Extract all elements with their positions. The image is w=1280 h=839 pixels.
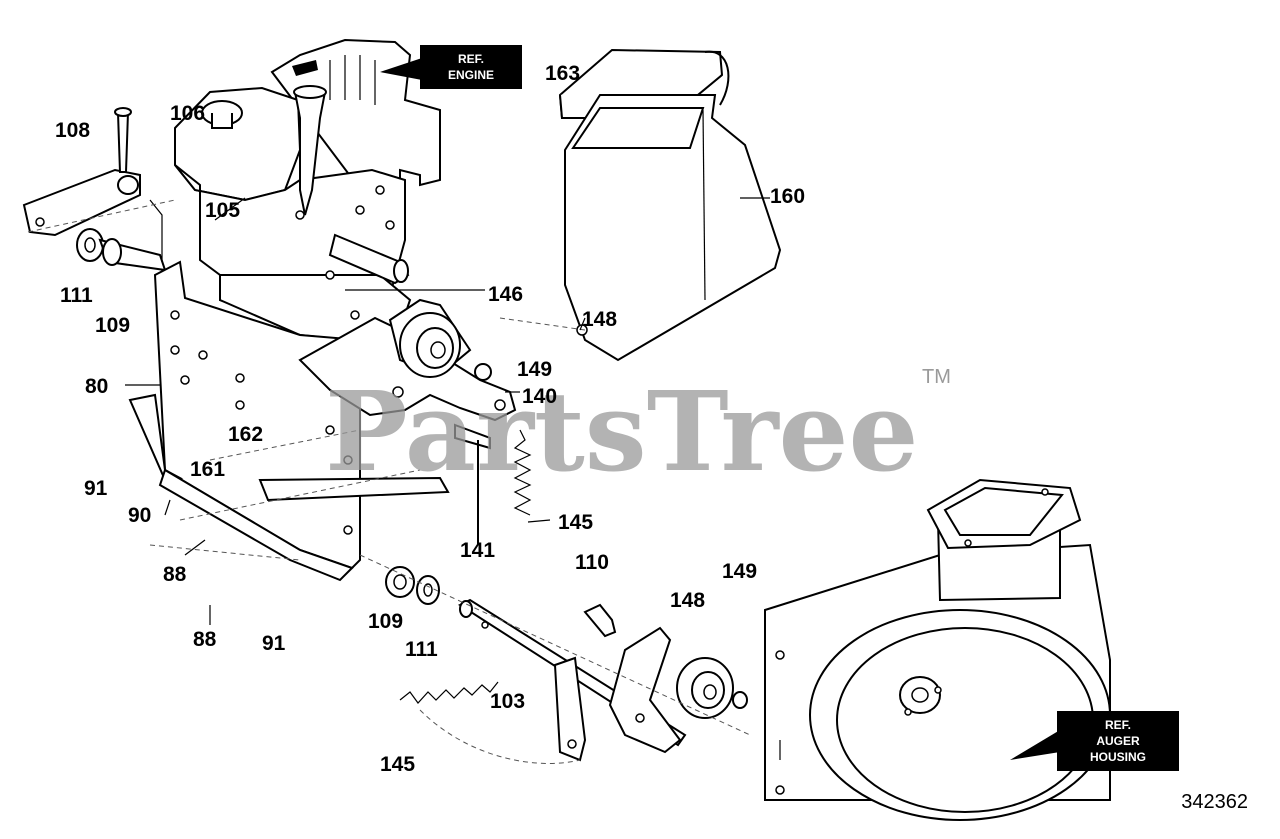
part-label-109: 109	[95, 314, 130, 337]
part-label-140: 140	[522, 385, 557, 408]
part-label-105: 105	[205, 199, 240, 222]
part-label-146: 146	[488, 283, 523, 306]
part-label-160: 160	[770, 185, 805, 208]
lower-shaft-assembly	[359, 554, 751, 764]
part-label-110: 110	[575, 551, 609, 574]
part-label-108: 108	[55, 119, 90, 142]
ref-auger-line3: HOUSING	[1090, 750, 1146, 764]
auger-housing	[764, 478, 1111, 821]
part-label-163: 163	[545, 62, 580, 85]
part-label-141: 141	[460, 539, 495, 562]
part-label-148: 148	[582, 308, 617, 331]
part-label-111-lower: 111	[405, 638, 438, 661]
ref-auger-housing-callout: REF. AUGER HOUSING	[1010, 711, 1179, 771]
part-label-88: 88	[163, 563, 187, 586]
part-label-103: 103	[490, 690, 525, 713]
part-label-145-lower: 145	[380, 753, 415, 776]
part-label-90: 90	[128, 504, 151, 527]
ref-engine-callout: REF. ENGINE	[380, 45, 522, 89]
watermark: PartsTree TM	[325, 366, 951, 496]
part-number-labels: 163 160 106 108 105 146 111 109 148 80 1…	[55, 62, 805, 776]
part-label-148-lower: 148	[670, 589, 705, 612]
part-label-91-lower: 91	[262, 632, 286, 655]
left-small-parts	[22, 107, 176, 272]
part-label-91: 91	[84, 477, 108, 500]
part-label-88-lower: 88	[193, 628, 217, 651]
part-label-145: 145	[558, 511, 593, 534]
part-label-162: 162	[228, 423, 263, 446]
idler-bracket	[298, 298, 586, 545]
ref-auger-line1: REF.	[1105, 718, 1131, 732]
part-label-161: 161	[190, 458, 225, 481]
document-number: 342362	[1181, 791, 1248, 813]
watermark-text: PartsTree	[325, 367, 919, 496]
part-label-111: 111	[60, 284, 93, 307]
engine-illustration	[174, 38, 441, 342]
leader-lines	[125, 197, 770, 625]
frame-plate	[128, 260, 450, 582]
trademark-symbol: TM	[922, 366, 951, 388]
part-label-149: 149	[517, 358, 552, 381]
part-label-80: 80	[85, 375, 108, 398]
ref-engine-line1: REF.	[458, 52, 484, 66]
part-label-106: 106	[170, 102, 205, 125]
ref-auger-line2: AUGER	[1096, 734, 1140, 748]
ref-engine-line2: ENGINE	[448, 68, 494, 82]
part-label-149-lower: 149	[722, 560, 757, 583]
part-label-109-lower: 109	[368, 610, 403, 633]
